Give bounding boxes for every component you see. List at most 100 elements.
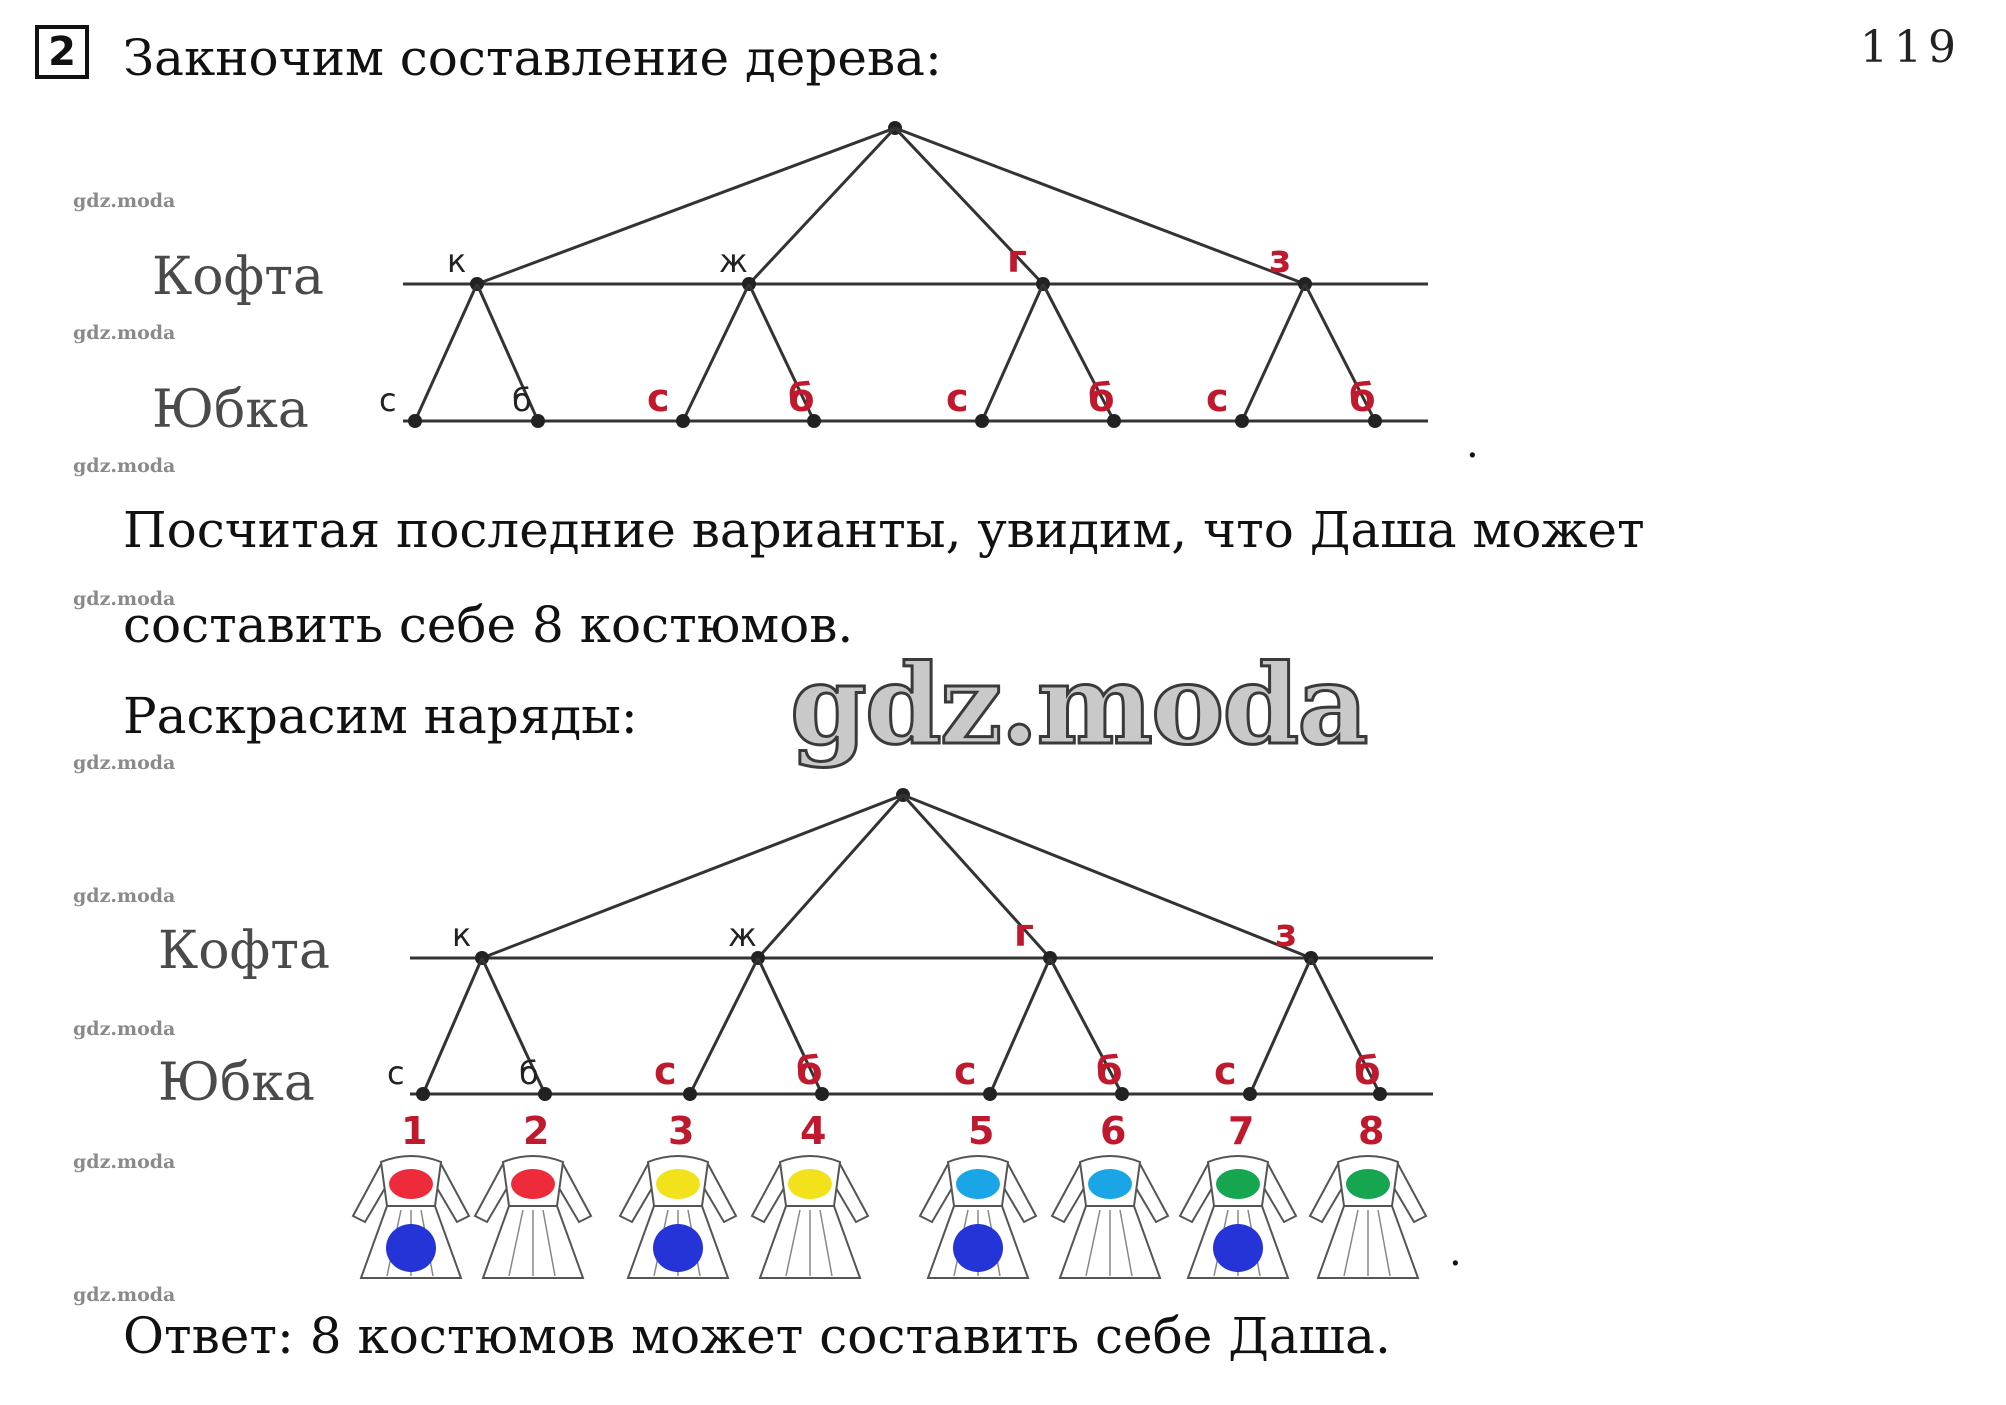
skirt-node — [807, 414, 821, 428]
answer-text: Ответ: 8 костюмов может составить себе Д… — [123, 1307, 1391, 1365]
skirt-node — [1115, 1087, 1129, 1101]
sleeve-right — [1135, 1163, 1170, 1224]
watermark-small: gdz.moda — [73, 752, 176, 774]
branch-edge — [1303, 283, 1377, 422]
skirt-node — [1243, 1087, 1257, 1101]
branch-edge — [688, 957, 760, 1095]
top-node-label: ж — [728, 916, 757, 954]
branch-edge — [902, 793, 1312, 960]
skirt-folds — [508, 1209, 556, 1277]
top-node-label: ж — [719, 242, 748, 280]
skirt-node-label: с — [654, 1049, 677, 1093]
outfit-2: 2 — [473, 1109, 593, 1279]
page-number-fragment: 119 — [1860, 22, 1962, 73]
branch-edge — [893, 126, 1045, 286]
outfit-5: 5 — [918, 1109, 1038, 1279]
skirt-node-label: б — [1096, 1049, 1123, 1093]
skirt-node — [815, 1087, 829, 1101]
branch-edge — [1041, 283, 1116, 422]
top-color-patch — [1346, 1169, 1390, 1199]
sleeve-left — [1178, 1163, 1213, 1224]
top-node-label: г — [1007, 237, 1027, 281]
skirt-node-label: с — [954, 1049, 977, 1093]
top-node-label: г — [1014, 911, 1034, 955]
skirt-node — [975, 414, 989, 428]
branch-edge — [1309, 957, 1382, 1095]
skirt-node — [416, 1087, 430, 1101]
skirt-node-label: б — [1349, 376, 1376, 420]
top-node-label: к — [452, 916, 471, 954]
top-color-patch — [656, 1169, 700, 1199]
skirt-node — [538, 1087, 552, 1101]
period-mark: . — [1449, 1229, 1462, 1275]
sleeve-right — [835, 1163, 870, 1224]
period-mark: . — [1466, 421, 1479, 467]
sleeve-right — [1393, 1163, 1428, 1224]
sleeve-right — [1263, 1163, 1298, 1224]
task-heading: Закночим составление дерева: — [123, 29, 942, 87]
branch-edge — [413, 283, 479, 422]
skirt-node-label: б — [512, 381, 532, 419]
top-color-patch — [1216, 1169, 1260, 1199]
watermark-small: gdz.moda — [73, 588, 176, 610]
skirt-node-label: с — [387, 1054, 405, 1092]
skirt-node-label: с — [379, 381, 397, 419]
skirt-node-label: с — [946, 376, 969, 420]
row-label-skirts: Юбка — [152, 380, 309, 440]
branch-edge — [747, 283, 816, 422]
skirt-node — [531, 414, 545, 428]
outfit-8: 8 — [1308, 1109, 1428, 1279]
top-color-patch — [1088, 1169, 1132, 1199]
skirt-node — [676, 414, 690, 428]
sleeve-left — [351, 1163, 386, 1224]
outfit-6: 6 — [1050, 1109, 1170, 1279]
top-color-patch — [788, 1169, 832, 1199]
skirt-node-label: б — [796, 1049, 823, 1093]
outfit-number: 3 — [668, 1109, 694, 1153]
skirt-folds — [785, 1209, 833, 1277]
outfit-number: 6 — [1100, 1109, 1126, 1153]
paragraph-line-1: Посчитая последние варианты, увидим, что… — [123, 501, 1645, 559]
branch-edge — [1248, 957, 1313, 1095]
skirt-color-patch — [953, 1224, 1003, 1272]
skirt-node — [1373, 1087, 1387, 1101]
paint-caption: Раскрасим наряды: — [123, 687, 638, 745]
sleeve-right — [703, 1163, 738, 1224]
outfit-number: 1 — [401, 1109, 427, 1153]
skirt-color-patch — [386, 1224, 436, 1272]
skirt-node-label: с — [1206, 376, 1229, 420]
sleeve-left — [750, 1163, 785, 1224]
watermark-small: gdz.moda — [73, 455, 176, 477]
row-label-tops: Кофта — [158, 921, 330, 981]
skirt-node — [408, 414, 422, 428]
skirt-color-patch — [1213, 1224, 1263, 1272]
skirt-node-label: с — [647, 376, 670, 420]
sleeve-right — [558, 1163, 593, 1224]
branch-edge — [747, 126, 897, 286]
skirt-color-patch — [653, 1224, 703, 1272]
skirt-node-label: б — [519, 1054, 539, 1092]
sleeve-left — [473, 1163, 508, 1224]
branch-edge — [894, 126, 1306, 286]
skirt-node — [1107, 414, 1121, 428]
watermark-small: gdz.moda — [73, 1151, 176, 1173]
watermark-small: gdz.moda — [73, 885, 176, 907]
outfit-number: 7 — [1228, 1109, 1254, 1153]
sleeve-left — [918, 1163, 953, 1224]
top-color-patch — [389, 1169, 433, 1199]
outfit-1: 1 — [351, 1109, 471, 1279]
sleeve-right — [436, 1163, 471, 1224]
outfit-number: 4 — [800, 1109, 826, 1153]
outfit-number: 5 — [968, 1109, 994, 1153]
skirt-folds — [1085, 1209, 1133, 1277]
top-node-label: з — [1269, 237, 1291, 281]
watermark-small: gdz.moda — [73, 190, 176, 212]
branch-edge — [681, 283, 751, 422]
outfit-number: 8 — [1358, 1109, 1384, 1153]
branch-edge — [756, 794, 905, 959]
skirt-node — [983, 1087, 997, 1101]
branch-edge — [475, 283, 540, 422]
watermark-small: gdz.moda — [73, 1018, 176, 1040]
